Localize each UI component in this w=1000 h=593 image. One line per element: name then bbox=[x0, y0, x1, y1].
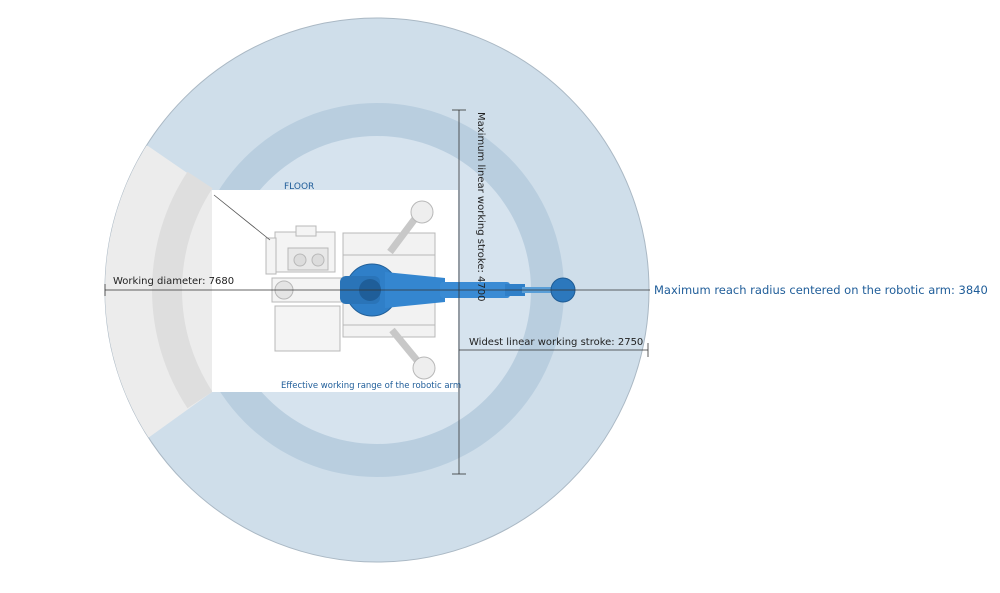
effective-working-range-label: Effective working range of the robotic a… bbox=[281, 381, 462, 391]
floor-label: FLOOR bbox=[284, 182, 315, 192]
working-diameter-label: Working diameter: 7680 bbox=[113, 276, 235, 287]
widest-linear-stroke-label: Widest linear working stroke: 2750 bbox=[469, 337, 644, 348]
floor-leader-line bbox=[213, 194, 271, 241]
max-reach-radius-label: Maximum reach radius centered on the rob… bbox=[654, 283, 988, 297]
max-linear-stroke-label: Maximum linear working stroke: 4700 bbox=[475, 112, 486, 302]
